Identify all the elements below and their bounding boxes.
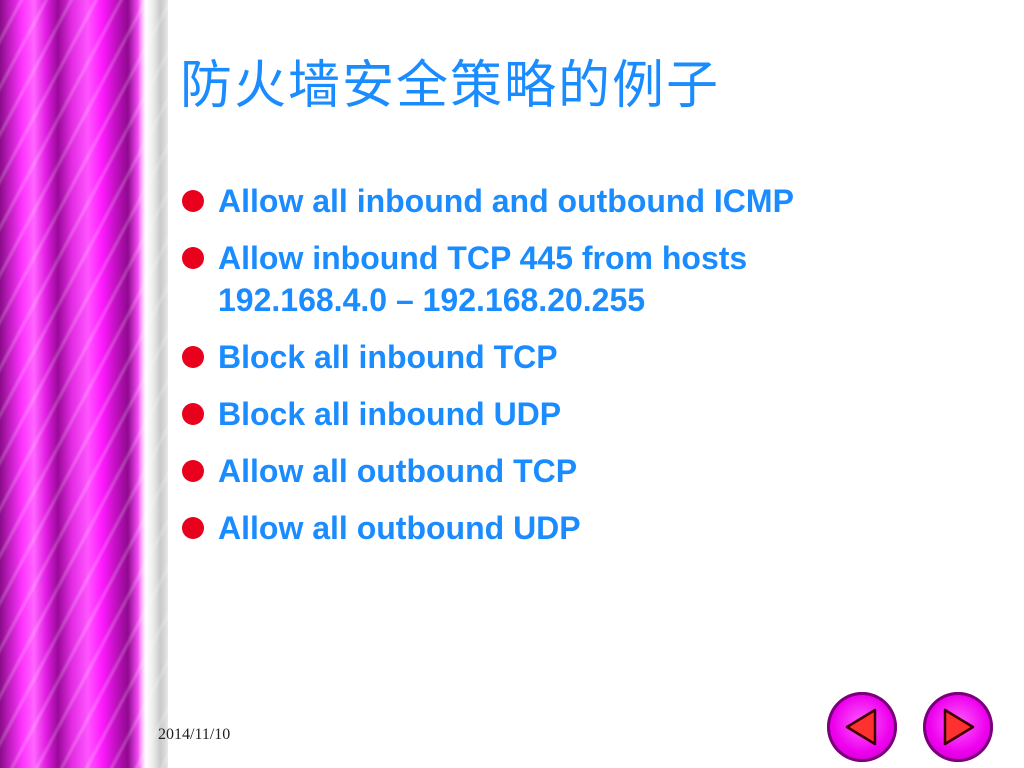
bullet-text: Allow all outbound TCP <box>218 453 578 489</box>
decorative-side-band <box>0 0 168 768</box>
bullet-list: Allow all inbound and outbound ICMP Allo… <box>182 180 1002 564</box>
bullet-dot-icon <box>182 403 204 425</box>
bullet-dot-icon <box>182 460 204 482</box>
list-item: Block all inbound UDP <box>182 393 1002 435</box>
list-item: Allow all outbound UDP <box>182 507 1002 549</box>
bullet-dot-icon <box>182 517 204 539</box>
slide-title: 防火墙安全策略的例子 <box>180 56 721 116</box>
bullet-text: Block all inbound UDP <box>218 396 562 432</box>
bullet-dot-icon <box>182 190 204 212</box>
bullet-text: Allow inbound TCP 445 from hosts 192.168… <box>218 240 748 318</box>
left-triangle-icon <box>845 708 877 746</box>
list-item: Allow inbound TCP 445 from hosts 192.168… <box>182 237 1002 321</box>
list-item: Allow all outbound TCP <box>182 450 1002 492</box>
bullet-text: Block all inbound TCP <box>218 339 558 375</box>
slide-date: 2014/11/10 <box>158 726 231 743</box>
bullet-text: Allow all inbound and outbound ICMP <box>218 183 794 219</box>
bullet-text: Allow all outbound UDP <box>218 510 581 546</box>
bullet-dot-icon <box>182 346 204 368</box>
bullet-dot-icon <box>182 247 204 269</box>
next-slide-button[interactable] <box>923 692 993 762</box>
right-triangle-icon <box>943 708 975 746</box>
list-item: Block all inbound TCP <box>182 336 1002 378</box>
list-item: Allow all inbound and outbound ICMP <box>182 180 1002 222</box>
previous-slide-button[interactable] <box>827 692 897 762</box>
